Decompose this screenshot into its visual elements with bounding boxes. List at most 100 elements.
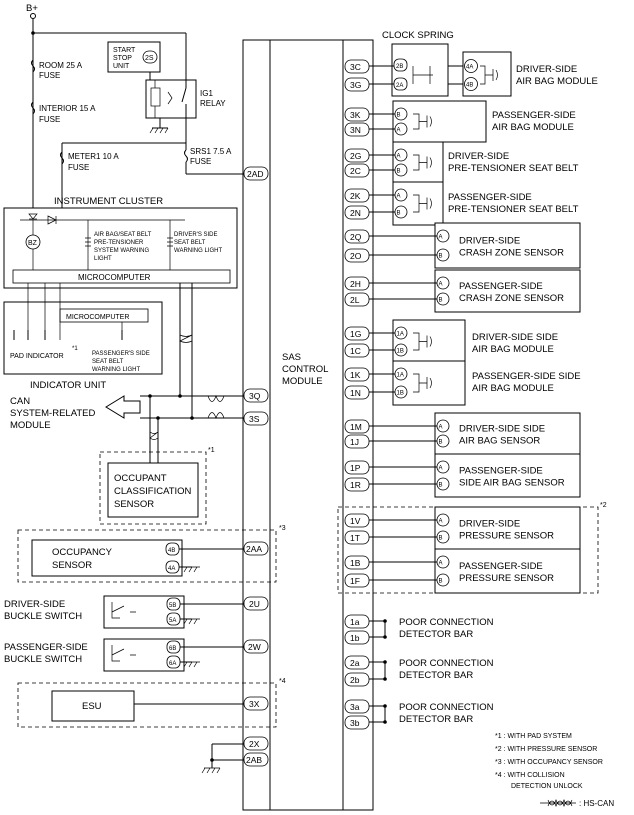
- connector-pin-label: A: [439, 282, 443, 288]
- connector-pin-label: A: [397, 128, 401, 134]
- driver-pressure-sensor-label: DRIVER-SIDE: [459, 519, 520, 530]
- occupancy-optional-frame: [17, 529, 277, 583]
- poor-conn-label-1: POOR CONNECTION: [399, 617, 494, 628]
- connector-pin-label: 1B: [397, 349, 404, 355]
- pin-6A: 6A: [169, 661, 176, 667]
- interior-fuse-label-2: FUSE: [39, 115, 60, 124]
- connector-pin: [394, 343, 408, 357]
- relay-label-2: RELAY: [200, 99, 226, 108]
- connector-pin-label: B: [397, 211, 401, 217]
- occupant-class-optional-frame: [99, 451, 207, 525]
- connector-pin-label: A: [439, 425, 443, 431]
- airbag-light-3: SYSTEM WARNING: [94, 248, 149, 254]
- pin-1b: 1b: [350, 633, 360, 643]
- squib-icon: [413, 373, 432, 393]
- room-fuse-label-2: FUSE: [39, 71, 60, 80]
- pin-4A: 4A: [168, 566, 175, 572]
- connector-pin: [394, 367, 408, 381]
- can-arrow-icon: [105, 395, 141, 419]
- pin-5A: 5A: [169, 618, 176, 624]
- sas-label-3: MODULE: [282, 376, 323, 387]
- driver-pressure-sensor: [434, 506, 581, 551]
- indicator-unit-title: INDICATOR UNIT: [30, 380, 106, 391]
- airbag-warning-light-icon: [85, 237, 91, 247]
- passenger-crash-zone-sensor: [434, 269, 581, 313]
- pin-1a: 1a: [350, 617, 360, 627]
- airbag-light-4: LIGHT: [94, 256, 112, 262]
- pin-airbag-4B: 4B: [466, 83, 473, 89]
- pass-side-airbag-label-2: AIR BAG MODULE: [472, 383, 554, 394]
- connector-pin: [436, 292, 450, 306]
- connector-pin-label: B: [397, 113, 401, 119]
- squib-icon: [413, 332, 432, 351]
- connector-pin-label: A: [397, 194, 401, 200]
- pad-note: *1: [72, 346, 78, 352]
- occupancy-label-2: SENSOR: [52, 560, 92, 571]
- pressure-note: *2: [600, 502, 607, 509]
- pin-4B: 4B: [168, 548, 175, 554]
- connector-pin-label: A: [439, 561, 443, 567]
- note-5: DETECTION UNLOCK: [511, 783, 583, 790]
- pass-buckle-label-1: PASSENGER-SIDE: [4, 642, 88, 653]
- esu: [51, 690, 135, 722]
- connector-pin-label: B: [439, 483, 443, 489]
- hs-can-legend: : HS-CAN: [579, 799, 614, 808]
- pin-1M: 1M: [350, 422, 362, 432]
- srs-fuse-label-2: FUSE: [190, 157, 211, 166]
- poor-conn-label-1: POOR CONNECTION: [399, 702, 494, 713]
- passenger-light-1: PASSENGER'S SIDE: [92, 351, 150, 357]
- note-1: *1 : WITH PAD SYSTEM: [495, 733, 572, 740]
- clock-spring-label: CLOCK SPRING: [382, 30, 454, 41]
- pin-3X: 3X: [249, 699, 260, 709]
- connector-pin-label: B: [439, 298, 443, 304]
- pin-2N: 2N: [350, 208, 361, 218]
- esu-label: ESU: [82, 701, 102, 712]
- driver-airbag-label-2: AIR BAG MODULE: [516, 76, 598, 87]
- can-twist-1: [179, 334, 193, 343]
- pin-2Q: 2Q: [350, 232, 362, 242]
- pin-1B: 1B: [350, 558, 361, 568]
- squib-icon: [413, 113, 432, 130]
- connector-pin: [436, 419, 450, 433]
- start-stop-unit: [107, 41, 161, 73]
- start-stop-line-2: STOP: [113, 55, 132, 62]
- poor-conn-label-2: DETECTOR BAR: [399, 714, 473, 725]
- connector-pin-label: B: [439, 440, 443, 446]
- occ-class-label-2: CLASSIFICATION: [114, 486, 192, 497]
- passenger-side-airbag-sensor: [434, 453, 581, 498]
- driver-crash-zone-sensor-label: DRIVER-SIDE: [459, 236, 520, 247]
- connector-pin: [394, 122, 408, 136]
- meter-fuse-symbol: [60, 151, 64, 165]
- airbag-light-2: PRE-TENSIONER: [94, 240, 144, 246]
- pin-3b: 3b: [350, 718, 360, 728]
- passenger-crash-zone-sensor-label: CRASH ZONE SENSOR: [459, 293, 564, 304]
- driver-side-airbag-label-2: AIR BAG MODULE: [472, 344, 554, 355]
- driver-pretens-label-1: DRIVER-SIDE: [448, 151, 509, 162]
- passenger-pressure-sensor: [434, 548, 581, 594]
- room-fuse-label: ROOM 25 A: [39, 61, 83, 70]
- b-plus-label: B+: [26, 3, 38, 14]
- occ-class-label-1: OCCUPANT: [114, 473, 167, 484]
- ig1-relay: [145, 79, 197, 119]
- driver-buckle-label-2: BUCKLE SWITCH: [4, 611, 82, 622]
- connector-pin: [436, 530, 450, 544]
- poor-conn-label-1: POOR CONNECTION: [399, 658, 494, 669]
- note-2: *2 : WITH PRESSURE SENSOR: [495, 746, 597, 753]
- connector-pin-label: B: [439, 579, 443, 585]
- esu-optional-frame: [17, 682, 277, 728]
- occupancy-sensor: [31, 539, 183, 577]
- driver-side-airbag-module: [392, 319, 466, 364]
- pass-side-airbag-label-1: PASSENGER-SIDE SIDE: [472, 371, 581, 382]
- driver-airbag-label-1: DRIVER-SIDE: [516, 64, 577, 75]
- pin-2AD: 2AD: [247, 169, 264, 179]
- note-3: *3 : WITH OCCUPANCY SENSOR: [495, 759, 603, 766]
- driver-side-airbag-sensor: [434, 412, 581, 455]
- pin-1F: 1F: [350, 576, 360, 586]
- pin-6B: 6B: [169, 646, 176, 652]
- can-label-3: MODULE: [10, 420, 51, 431]
- buzzer-label: BZ: [28, 240, 38, 247]
- connector-pin-label: B: [439, 254, 443, 260]
- pin-1T: 1T: [350, 533, 360, 543]
- passenger-side-airbag-module: [392, 360, 466, 406]
